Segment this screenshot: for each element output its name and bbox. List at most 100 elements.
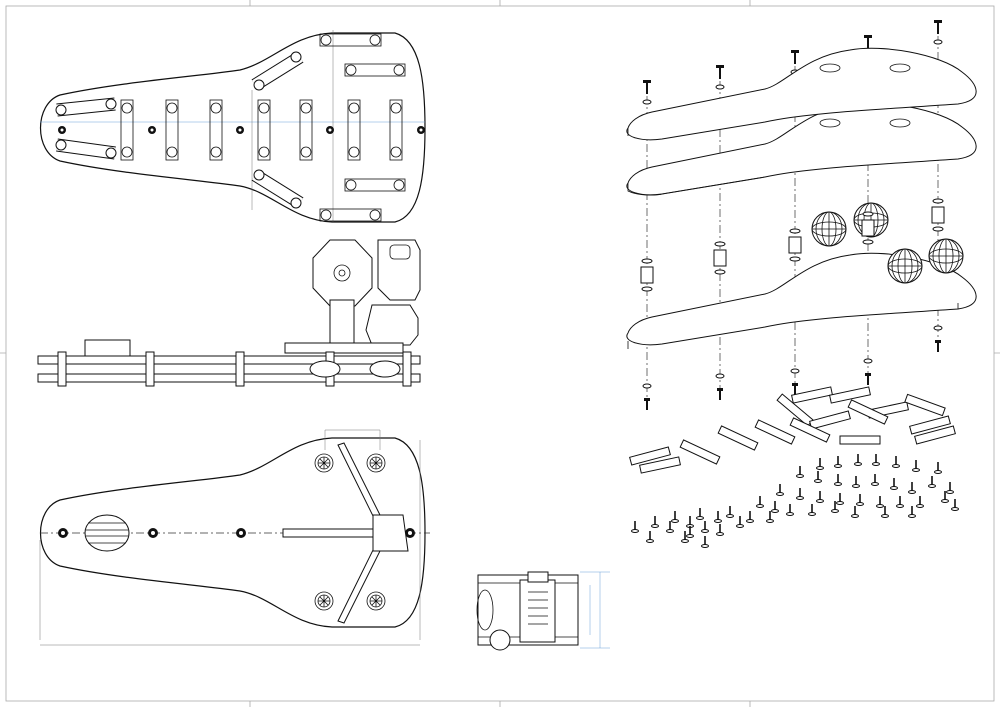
bolt-center [238, 128, 242, 132]
rail-block [904, 393, 946, 417]
washer [862, 239, 874, 245]
rail-slot [319, 33, 382, 47]
slot-hole [105, 98, 117, 110]
bolt-center [60, 128, 64, 132]
slot-hole [55, 139, 67, 151]
exploded-view [626, 20, 977, 548]
detail-view [476, 571, 610, 651]
rail-slot [257, 99, 271, 161]
slot-hole [369, 34, 381, 46]
rail-clamp [235, 351, 245, 387]
rail-slot [319, 208, 382, 222]
rail-slot-fill [56, 98, 116, 116]
slot-hole [348, 146, 360, 158]
slot-hole [253, 79, 265, 91]
rail-block [839, 435, 881, 445]
washer [714, 269, 726, 275]
rail-slot [344, 178, 406, 192]
washer [863, 358, 873, 364]
spacer [713, 249, 727, 267]
washer [642, 99, 652, 105]
rail-block [791, 386, 833, 404]
slot-hole [166, 146, 178, 158]
rail-slot [299, 99, 313, 161]
washer [789, 256, 801, 262]
rail-slot-fill [252, 170, 303, 208]
slot-hole [55, 104, 67, 116]
rail-slot [209, 99, 223, 161]
rail-clamp [57, 351, 67, 387]
rail-clamp [145, 351, 155, 387]
slot-hole [345, 179, 357, 191]
washer [933, 325, 943, 331]
washer [862, 211, 874, 217]
nut-center [151, 531, 155, 535]
slot-hole [290, 51, 302, 63]
rail-slot [389, 99, 403, 161]
washer [642, 383, 652, 389]
slot-hole [393, 179, 405, 191]
rail-block [629, 446, 671, 466]
nut-center [61, 531, 65, 535]
rail-block [809, 410, 851, 430]
washer [790, 368, 800, 374]
spacer [788, 236, 802, 254]
washer [932, 198, 944, 204]
washer [714, 241, 726, 247]
slot-hole [300, 146, 312, 158]
slot-hole [258, 102, 270, 114]
side-view [37, 239, 421, 387]
washer [933, 39, 943, 45]
spacer [861, 219, 875, 237]
slot-hole [369, 209, 381, 221]
rail-block [639, 456, 681, 474]
rail-slot [165, 99, 179, 161]
bolt-center [328, 128, 332, 132]
nut-center [408, 531, 412, 535]
rail-block [847, 399, 889, 425]
top-view [39, 30, 426, 223]
slot-hole [320, 34, 332, 46]
washer [715, 373, 725, 379]
bolt-center [150, 128, 154, 132]
slot-hole [210, 146, 222, 158]
spacer [640, 266, 654, 284]
washer [641, 258, 653, 264]
slot-hole [166, 102, 178, 114]
washer [932, 226, 944, 232]
rail-slot-fill [252, 52, 303, 90]
rail-block [914, 425, 956, 445]
rail-block [754, 419, 796, 445]
rail-slot [347, 99, 361, 161]
slot-hole [210, 102, 222, 114]
washer [641, 286, 653, 292]
rail-block [909, 415, 951, 435]
slot-hole [345, 64, 357, 76]
rail-slot-fill [56, 139, 116, 159]
slot-hole [121, 146, 133, 158]
washer [715, 84, 725, 90]
rail-slot [344, 63, 406, 77]
rail-block [789, 417, 831, 443]
slot-hole [390, 146, 402, 158]
rail-block [829, 386, 871, 404]
slot-hole [258, 146, 270, 158]
slot-hole [393, 64, 405, 76]
bolt-center [419, 128, 423, 132]
slot-hole [300, 102, 312, 114]
bottom-view [39, 429, 430, 646]
slot-hole [348, 102, 360, 114]
nut-center [239, 531, 243, 535]
rail-clamp [402, 351, 412, 387]
rail-slot [120, 99, 134, 161]
washer [789, 228, 801, 234]
slot-hole [320, 209, 332, 221]
rail-block [679, 439, 721, 465]
rail-block [717, 425, 759, 451]
slot-hole [121, 102, 133, 114]
slot-hole [390, 102, 402, 114]
spacer [931, 206, 945, 224]
slot-hole [290, 197, 302, 209]
